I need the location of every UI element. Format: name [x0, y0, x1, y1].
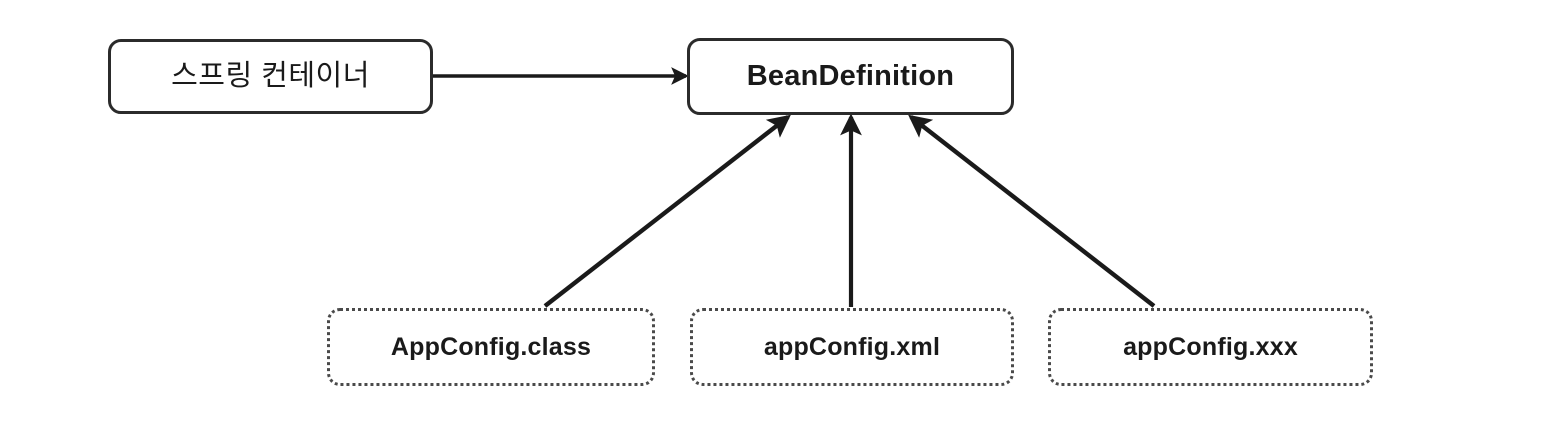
node-appconfig-class-label: AppConfig.class — [390, 332, 592, 361]
node-appconfig-xxx[interactable]: appConfig.xxx — [1048, 308, 1373, 386]
node-appconfig-xxx-label: appConfig.xxx — [1123, 332, 1298, 361]
node-appconfig-xml[interactable]: appConfig.xml — [690, 308, 1014, 386]
edge-appconfig-xxx-to-bean-definition — [908, 114, 1156, 308]
node-spring-container-label: 스프링 컨테이너 — [171, 60, 370, 92]
node-spring-container[interactable]: 스프링 컨테이너 — [108, 39, 433, 114]
node-appconfig-class[interactable]: AppConfig.class — [327, 308, 655, 386]
node-appconfig-xml-label: appConfig.xml — [763, 332, 941, 361]
node-bean-definition[interactable]: BeanDefinition — [687, 38, 1014, 115]
edge-appconfig-class-to-bean-definition — [543, 114, 791, 308]
node-bean-definition-label: BeanDefinition — [746, 60, 955, 92]
